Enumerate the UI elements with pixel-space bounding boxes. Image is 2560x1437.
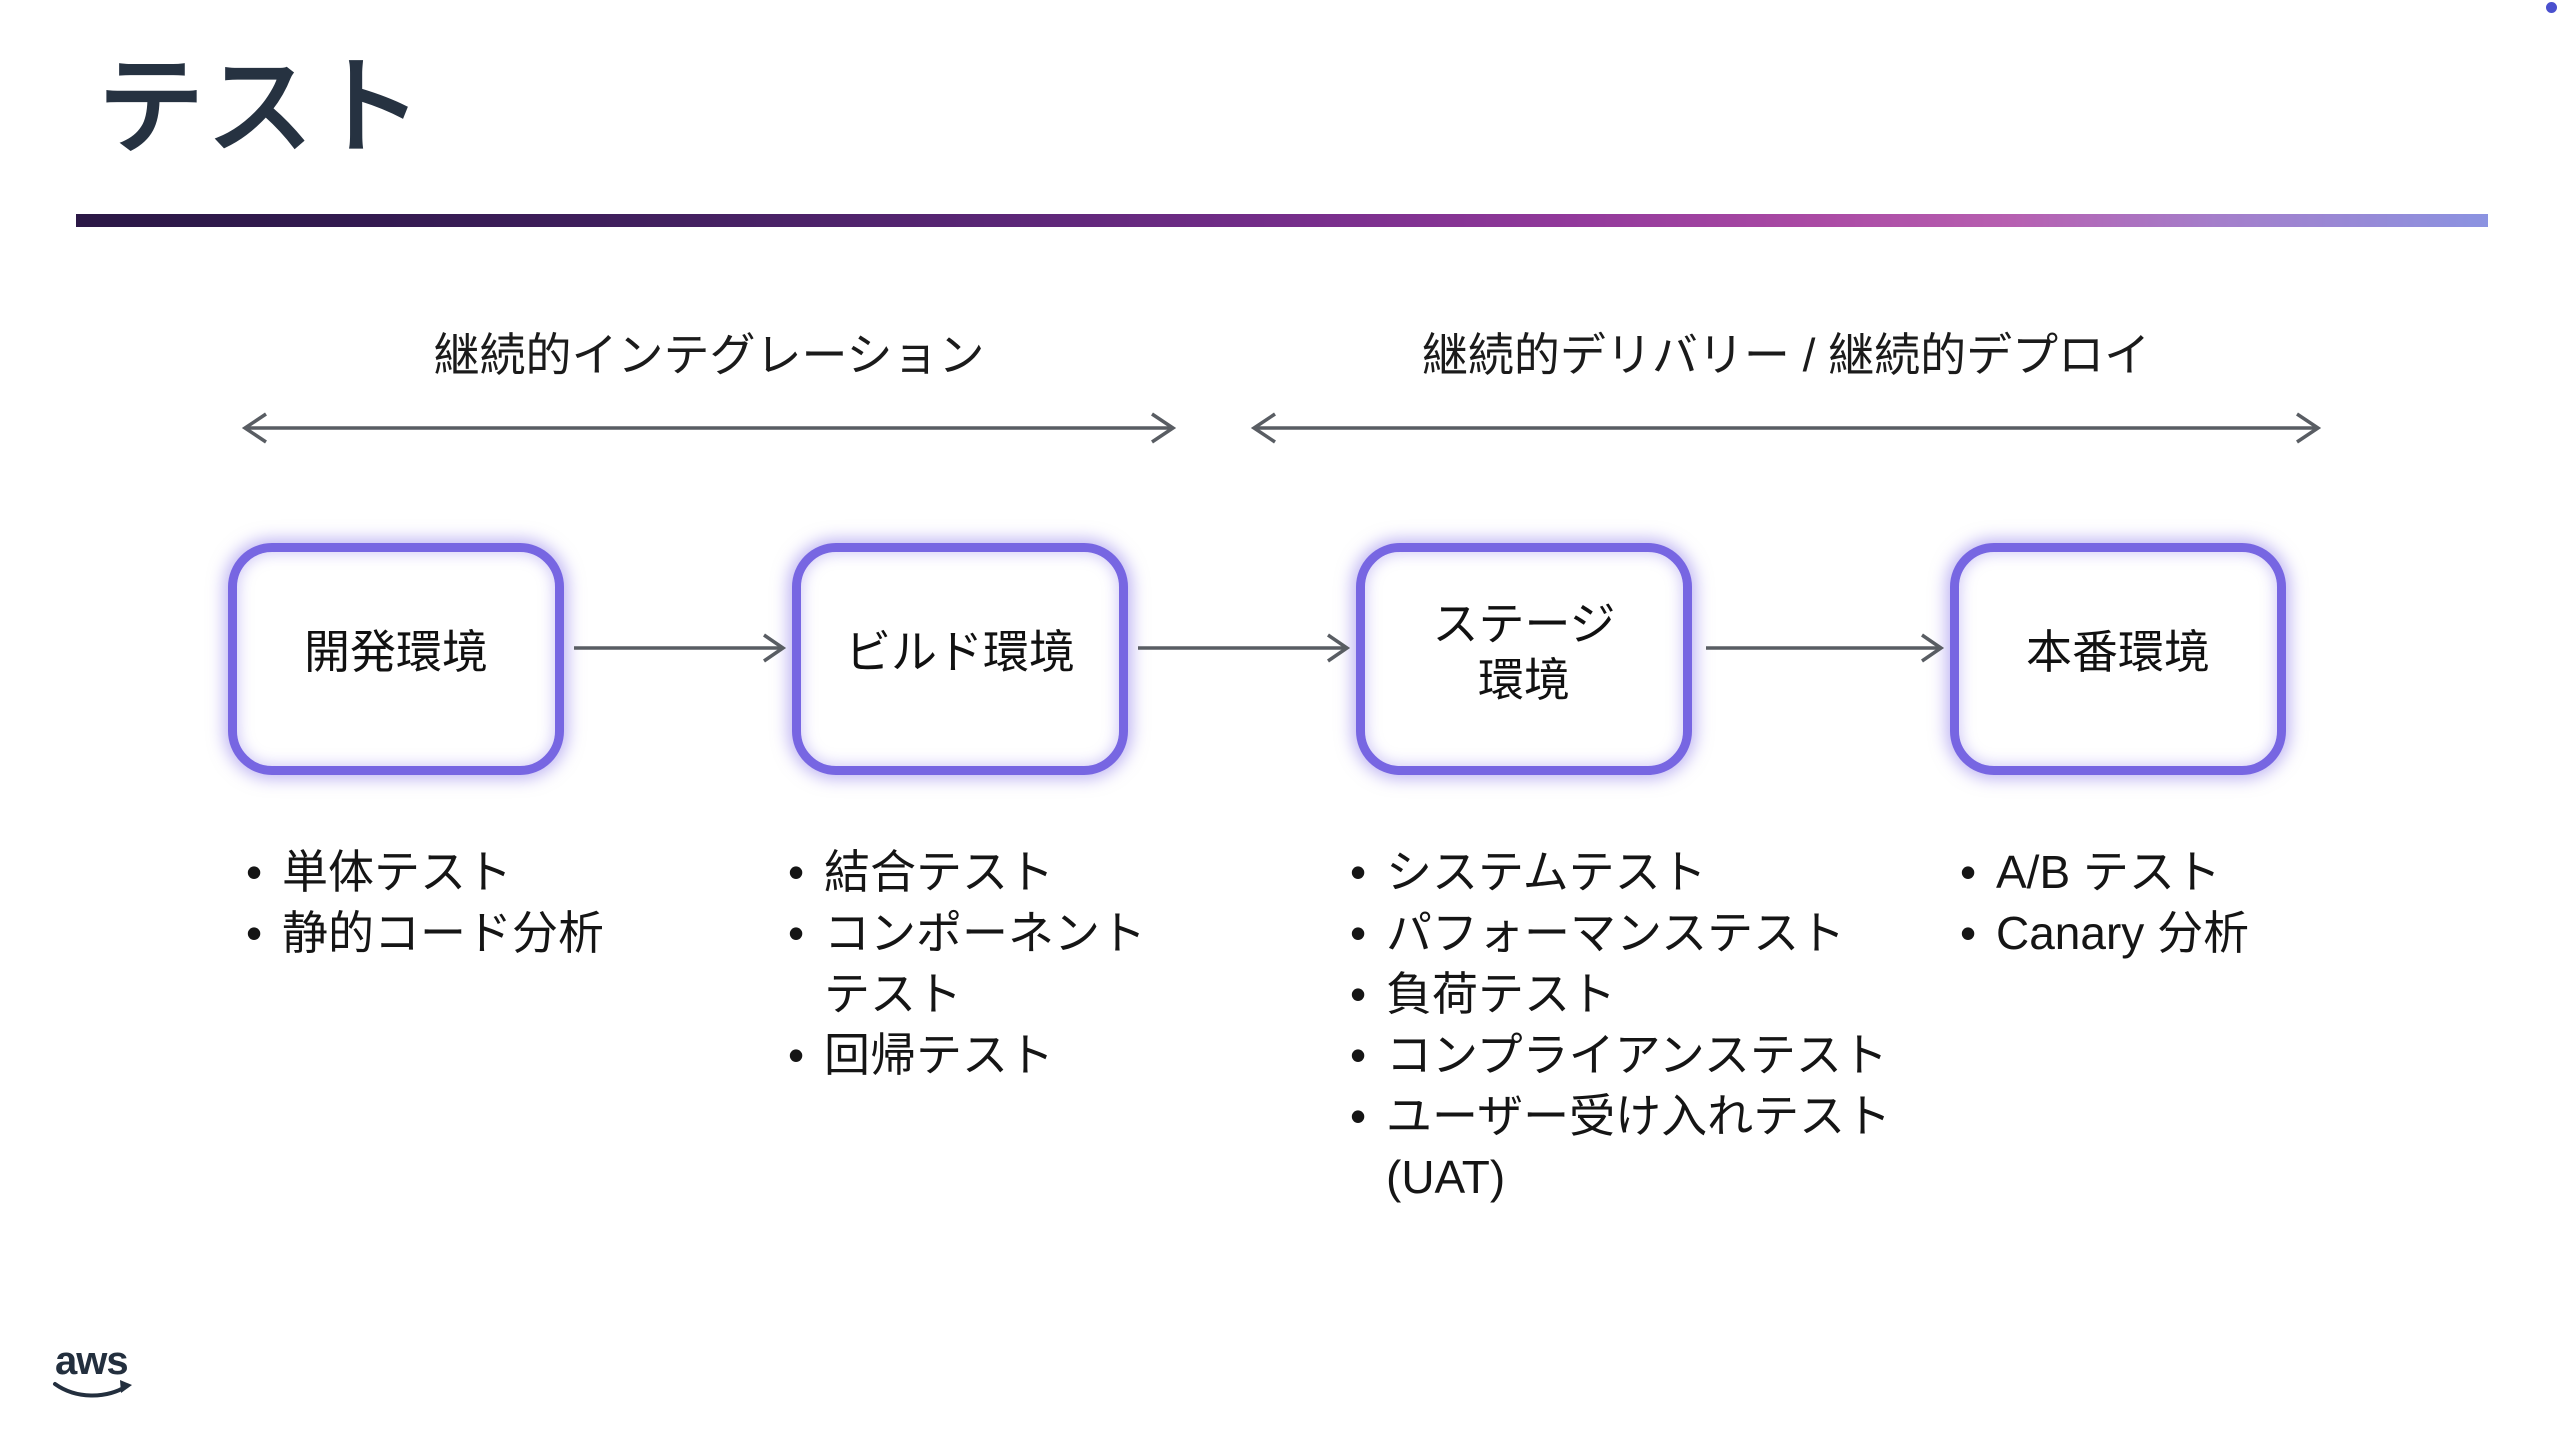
list-item-text: 結合テスト [824,846,1054,898]
title-divider [76,214,2488,227]
list-item-text: コンプライアンステスト [1386,1029,1888,1081]
bullet-icon: • [1350,1029,1367,1081]
ci-span-arrow-icon [241,412,1177,444]
list-item: • ユーザー受け入れテスト (UAT) [1350,1086,1970,1208]
list-item-text: 単体テスト [282,846,512,898]
list-item-text: 回帰テスト [824,1029,1054,1081]
cd-phase-label: 継続的デリバリー / 継続的デプロイ [1421,329,2151,381]
bullet-icon: • [1960,907,1977,959]
list-item-text: コンポーネント テスト [824,907,1146,1020]
bullet-icon: • [1960,846,1977,898]
list-item-text: 静的コード分析 [282,907,604,959]
page-title: テスト [98,49,425,167]
ci-phase-label: 継続的インテグレーション [433,329,985,381]
bullet-icon: • [246,907,263,959]
list-item: • コンプライアンステスト [1350,1025,1970,1086]
test-list-prod: • A/B テスト • Canary 分析 [1960,842,2420,964]
list-item-text: ユーザー受け入れテスト (UAT) [1386,1090,1892,1203]
test-list-staging: • システムテスト • パフォーマンステスト • 負荷テスト • コンプライアン… [1350,842,1970,1208]
list-item: • 単体テスト [246,842,726,903]
stage-box-label: 本番環境 [2026,626,2210,678]
aws-logo-icon: aws [53,1339,132,1398]
flow-arrow-icon [1706,633,1945,663]
stage-box-label: 開発環境 [304,626,488,678]
list-item: • 回帰テスト [788,1025,1308,1086]
list-item-text: パフォーマンステスト [1386,907,1846,959]
accent-dot-icon [2546,2,2557,13]
bullet-icon: • [788,846,805,898]
list-item-text: A/B テスト [1996,846,2221,898]
stage-box-label: ステージ 環境 [1432,598,1616,706]
test-list-dev: • 単体テスト • 静的コード分析 [246,842,726,964]
list-item-text: Canary 分析 [1996,907,2250,959]
stage-box-build: ビルド環境 [792,543,1128,775]
stage-box-dev: 開発環境 [228,543,564,775]
list-item-text: 負荷テスト [1386,968,1616,1020]
bullet-icon: • [1350,1090,1367,1142]
flow-arrow-icon [1138,633,1351,663]
stage-box-staging: ステージ 環境 [1356,543,1692,775]
cd-span-arrow-icon [1250,412,2322,444]
bullet-icon: • [246,846,263,898]
bullet-icon: • [788,1029,805,1081]
bullet-icon: • [1350,846,1367,898]
list-item-text: システムテスト [1386,846,1707,898]
flow-arrow-icon [574,633,787,663]
list-item: • システムテスト [1350,842,1970,903]
stage-box-prod: 本番環境 [1950,543,2286,775]
list-item: • A/B テスト [1960,842,2420,903]
list-item: • 結合テスト [788,842,1308,903]
aws-logo-text: aws [55,1339,128,1383]
list-item: • 静的コード分析 [246,903,726,964]
bullet-icon: • [1350,968,1367,1020]
list-item: • 負荷テスト [1350,964,1970,1025]
list-item: • パフォーマンステスト [1350,903,1970,964]
test-list-build: • 結合テスト • コンポーネント テスト • 回帰テスト [788,842,1308,1086]
stage-box-label: ビルド環境 [845,626,1075,678]
bullet-icon: • [788,907,805,959]
list-item: • Canary 分析 [1960,903,2420,964]
list-item: • コンポーネント テスト [788,903,1308,1025]
bullet-icon: • [1350,907,1367,959]
